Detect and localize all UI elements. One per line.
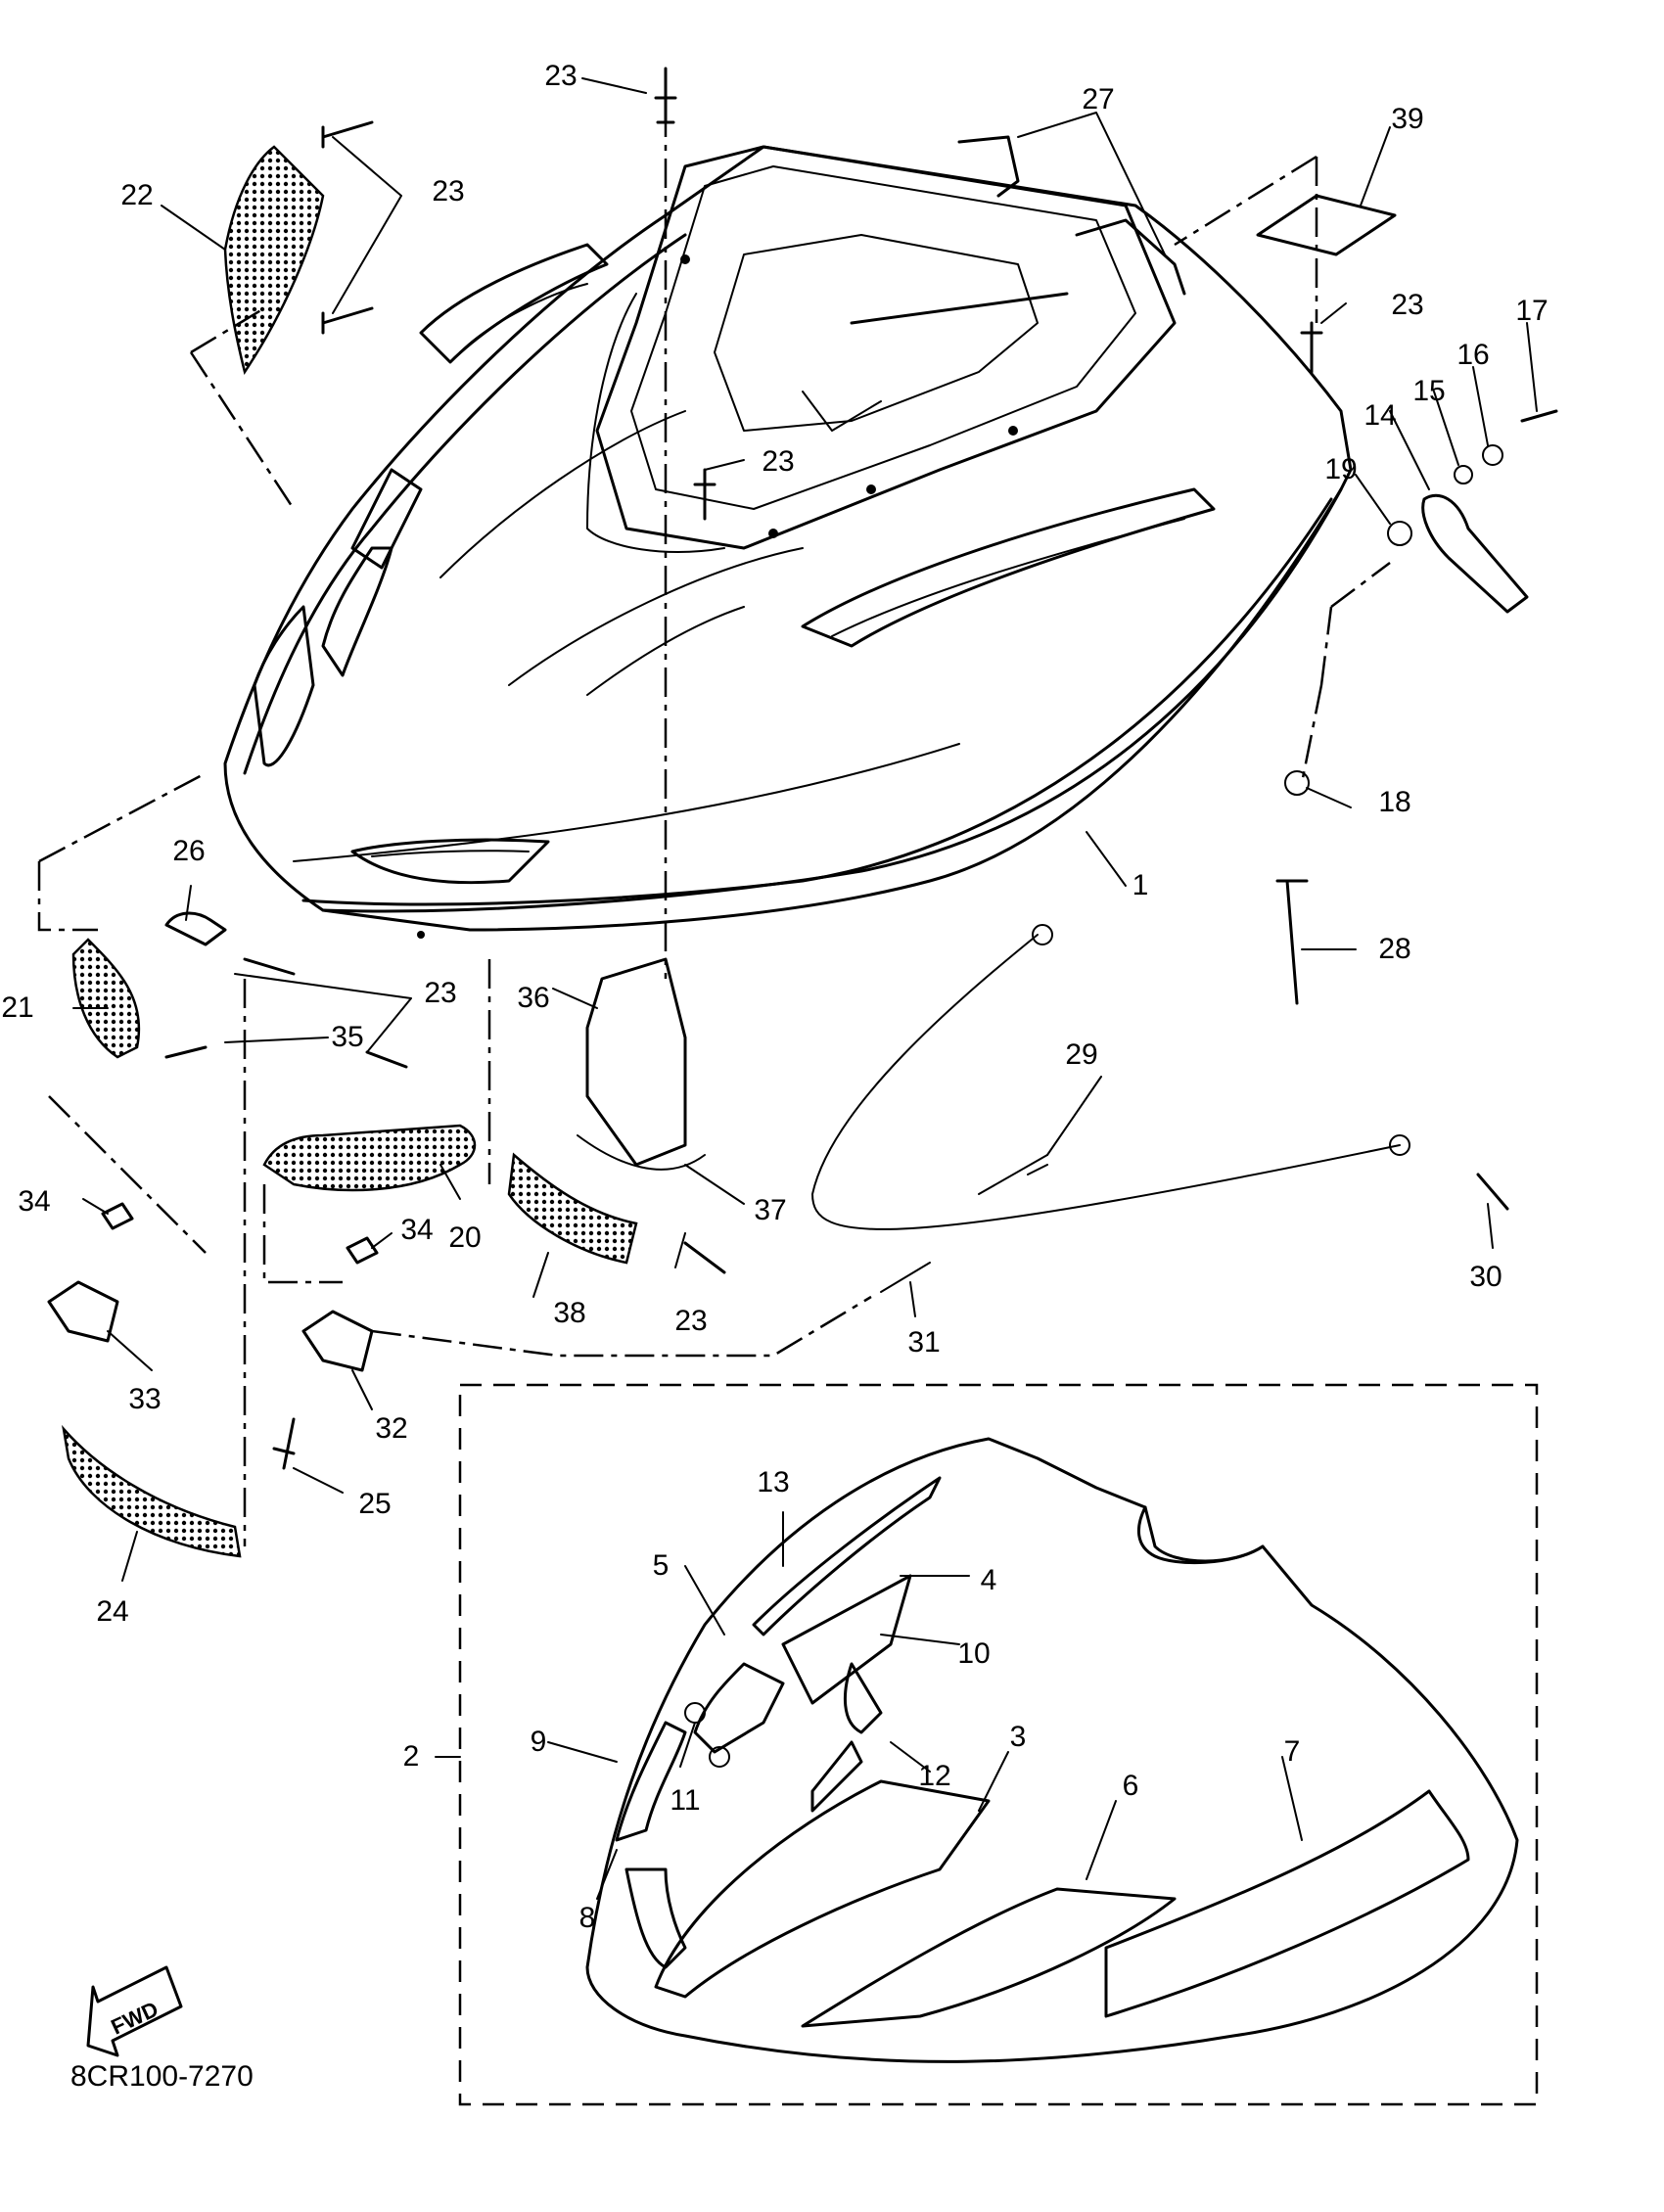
callout-24: 24 — [96, 1595, 129, 1628]
leader-lines — [72, 77, 1538, 1900]
callout-26: 26 — [172, 835, 206, 867]
callout-29: 29 — [1065, 1038, 1098, 1071]
callout-23d: 23 — [762, 445, 795, 478]
callout-19: 19 — [1324, 453, 1358, 485]
callout-23a: 23 — [544, 60, 578, 92]
callout-22: 22 — [120, 179, 154, 211]
callout-3: 3 — [1009, 1721, 1027, 1753]
callout-34a: 34 — [18, 1185, 51, 1218]
callout-23b: 23 — [432, 175, 465, 207]
callout-14: 14 — [1364, 399, 1397, 432]
callout-10: 10 — [957, 1637, 991, 1670]
vent-grille-22 — [223, 145, 325, 376]
callout-38: 38 — [553, 1297, 586, 1329]
callout-23c: 23 — [1391, 289, 1424, 321]
callout-25: 25 — [358, 1488, 392, 1520]
callout-32: 32 — [375, 1412, 408, 1445]
callout-8: 8 — [578, 1902, 596, 1934]
callout-17: 17 — [1515, 295, 1548, 327]
callout-2: 2 — [402, 1740, 420, 1773]
callout-7: 7 — [1283, 1735, 1301, 1768]
callout-36: 36 — [517, 982, 550, 1014]
callout-34b: 34 — [400, 1214, 434, 1246]
callout-33: 33 — [128, 1383, 162, 1415]
callout-20: 20 — [448, 1221, 482, 1254]
small-parts — [47, 67, 1558, 1558]
callout-31: 31 — [907, 1326, 941, 1359]
callout-1: 1 — [1132, 869, 1149, 901]
engine-hood — [223, 145, 1353, 939]
callout-27: 27 — [1082, 83, 1115, 115]
callout-13: 13 — [757, 1466, 790, 1498]
callout-12: 12 — [918, 1760, 951, 1792]
callout-23e: 23 — [424, 977, 457, 1009]
assembly-lines — [37, 108, 1391, 1546]
callout-11: 11 — [670, 1784, 701, 1817]
callout-28: 28 — [1378, 933, 1411, 965]
callout-9: 9 — [530, 1726, 547, 1758]
callout-18: 18 — [1378, 786, 1411, 818]
callout-6: 6 — [1122, 1770, 1139, 1802]
figure-code: 8CR100-7270 — [70, 2060, 254, 2093]
callout-37: 37 — [754, 1194, 787, 1226]
callout-21: 21 — [1, 991, 34, 1024]
callout-23f: 23 — [674, 1305, 708, 1337]
callout-35: 35 — [331, 1021, 364, 1053]
callout-30: 30 — [1469, 1261, 1502, 1293]
callout-16: 16 — [1456, 339, 1490, 371]
decal-set — [458, 1383, 1539, 2106]
callout-4: 4 — [980, 1564, 997, 1596]
callout-5: 5 — [652, 1549, 670, 1582]
callout-39: 39 — [1391, 103, 1424, 135]
fwd-arrow-icon: FWD — [86, 1965, 183, 2057]
callout-15: 15 — [1412, 375, 1446, 407]
fwd-arrow-text: FWD — [108, 1997, 162, 2040]
